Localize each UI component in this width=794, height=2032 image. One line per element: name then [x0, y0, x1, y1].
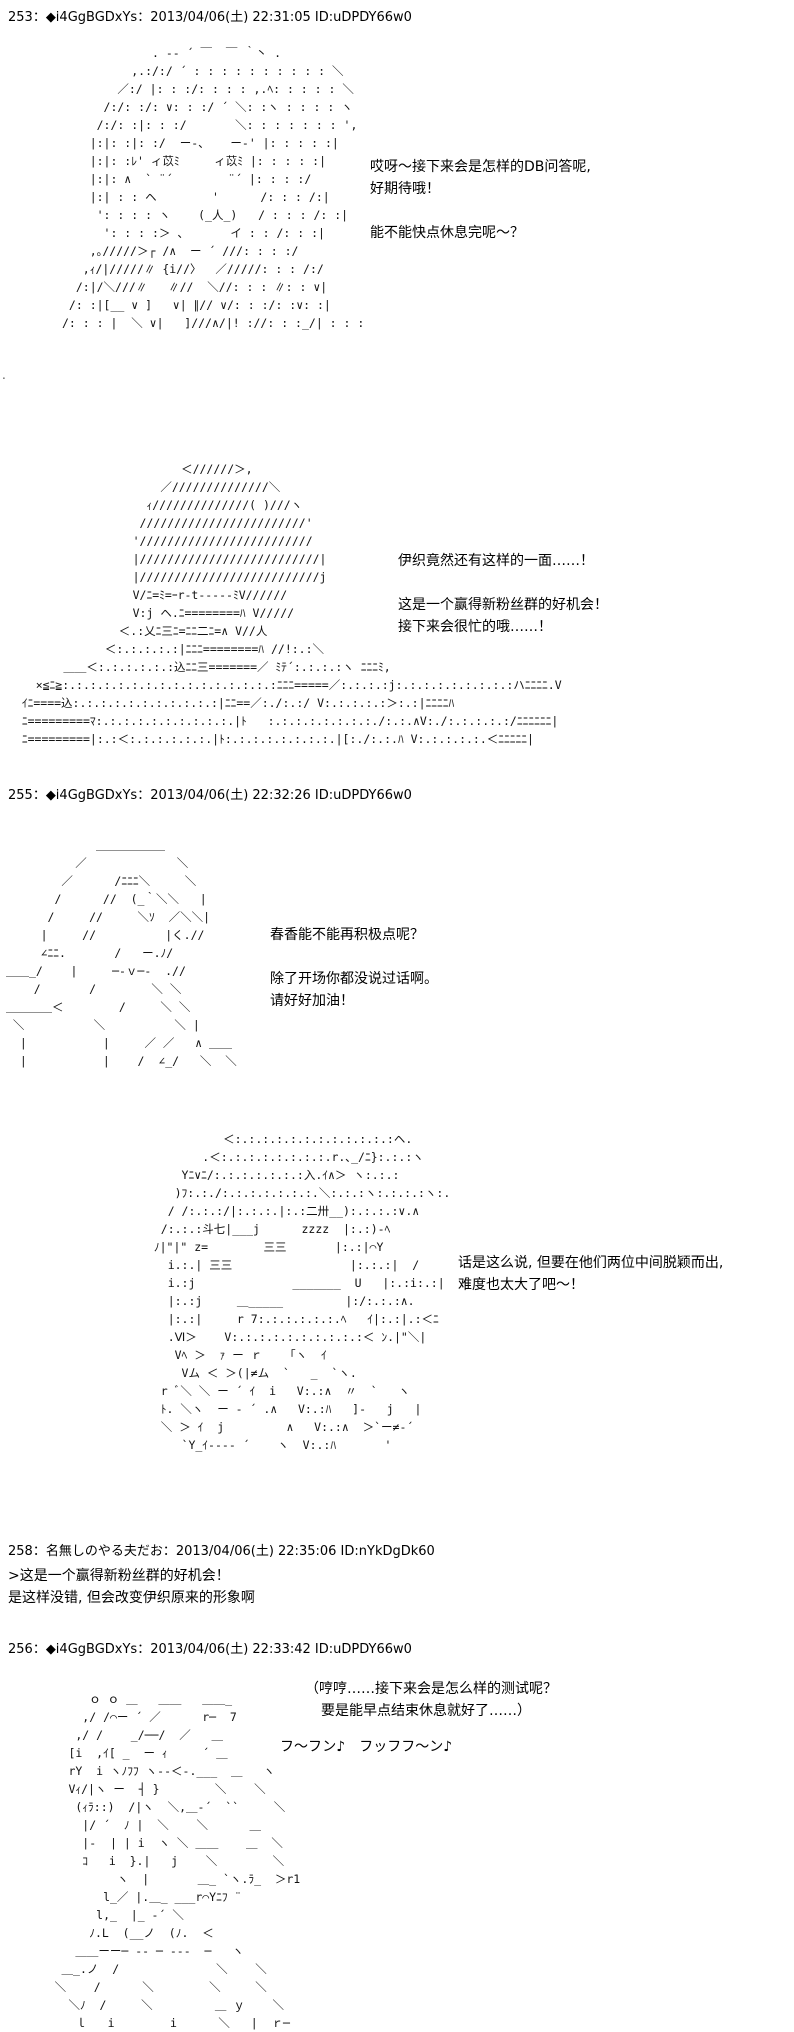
- speech-line: 请好好加油！: [270, 993, 354, 1009]
- speech-line: 这是一个赢得新粉丝群的好机会！: [398, 597, 608, 613]
- speech-line: 难度也太大了吧～！: [458, 1277, 584, 1293]
- speech-line: 能不能快点休息完呢～？: [370, 225, 524, 241]
- post-header: 258：名無しのやる夫だお：2013/04/06(土) 22:35:06 ID:…: [8, 1544, 435, 1559]
- ascii-art-character: . -‐ ´ ￣ ￣ ｀丶 . ,.:/:/ ´ : : : : : : : :…: [62, 46, 365, 330]
- speech-line: 话是这么说, 但要在他们两位中间脱颖而出,: [458, 1255, 724, 1271]
- reply-line: 是这样没错, 但会改变伊织原来的形象啊: [8, 1590, 255, 1606]
- speech-line: 好期待哦！: [370, 181, 440, 197]
- speech-line: 春香能不能再积极点呢？: [270, 927, 424, 943]
- humming-text: フ～フン♪ フッフフ～ン♪: [280, 1739, 453, 1755]
- speech-line: 要是能早点结束休息就好了……）: [321, 1703, 531, 1719]
- speech-bubble: 哎呀～接下来会是怎样的DB问答呢, 好期待哦！ 能不能快点休息完呢～？: [370, 156, 591, 244]
- post-header: 253：◆i4GgBGDxYs：2013/04/06(土) 22:31:05 I…: [8, 10, 412, 25]
- speech-bubble: 伊织竟然还有这样的一面……！ 这是一个赢得新粉丝群的好机会！ 接下来会很忙的哦……: [398, 550, 608, 638]
- speech-line: （哼哼……接下来会是怎么样的测试呢？: [305, 1681, 557, 1697]
- reply-text: >这是一个赢得新粉丝群的好机会！ 是这样没错, 但会改变伊织原来的形象啊: [8, 1566, 255, 1610]
- speech-line: 伊织竟然还有这样的一面……！: [398, 553, 594, 569]
- ascii-art-character: ＜//////＞, ／//////////////＼ ｨ////////////…: [21, 462, 562, 746]
- side-mark: .: [2, 368, 6, 382]
- speech-line: 哎呀～接下来会是怎样的DB问答呢,: [370, 159, 591, 175]
- ascii-art-character: ＿＿＿＿＿＿ ／ ＼ ／ /ﾆﾆﾆ＼ ＼ / // (_｀＼＼ | / // ＼…: [6, 838, 237, 1068]
- post-header: 256：◆i4GgBGDxYs：2013/04/06(土) 22:33:42 I…: [8, 1642, 412, 1657]
- speech-bubble: 春香能不能再积极点呢？ 除了开场你都没说过话啊。 请好好加油！: [270, 924, 438, 1012]
- speech-line: 接下来会很忙的哦……！: [398, 619, 552, 635]
- ascii-art-character: ｏ ｏ ＿ ＿＿ ＿＿_ ,/ /⌒ー ´ ／ r─ 7 ,/ / _/──/ …: [54, 1692, 301, 2030]
- ascii-art-character: ＜:.:.:.:.:.:.:.:.:.:.:.:ヘ. .＜:.:.:.:.:.:…: [153, 1132, 451, 1452]
- speech-line: 除了开场你都没说过话啊。: [270, 971, 438, 987]
- speech-bubble: 话是这么说, 但要在他们两位中间脱颖而出, 难度也太大了吧～！: [458, 1252, 723, 1296]
- quote-line: >这是一个赢得新粉丝群的好机会！: [8, 1568, 230, 1584]
- post-header: 255：◆i4GgBGDxYs：2013/04/06(土) 22:32:26 I…: [8, 788, 412, 803]
- speech-bubble: （哼哼……接下来会是怎么样的测试呢？ 要是能早点结束休息就好了……）: [305, 1678, 557, 1722]
